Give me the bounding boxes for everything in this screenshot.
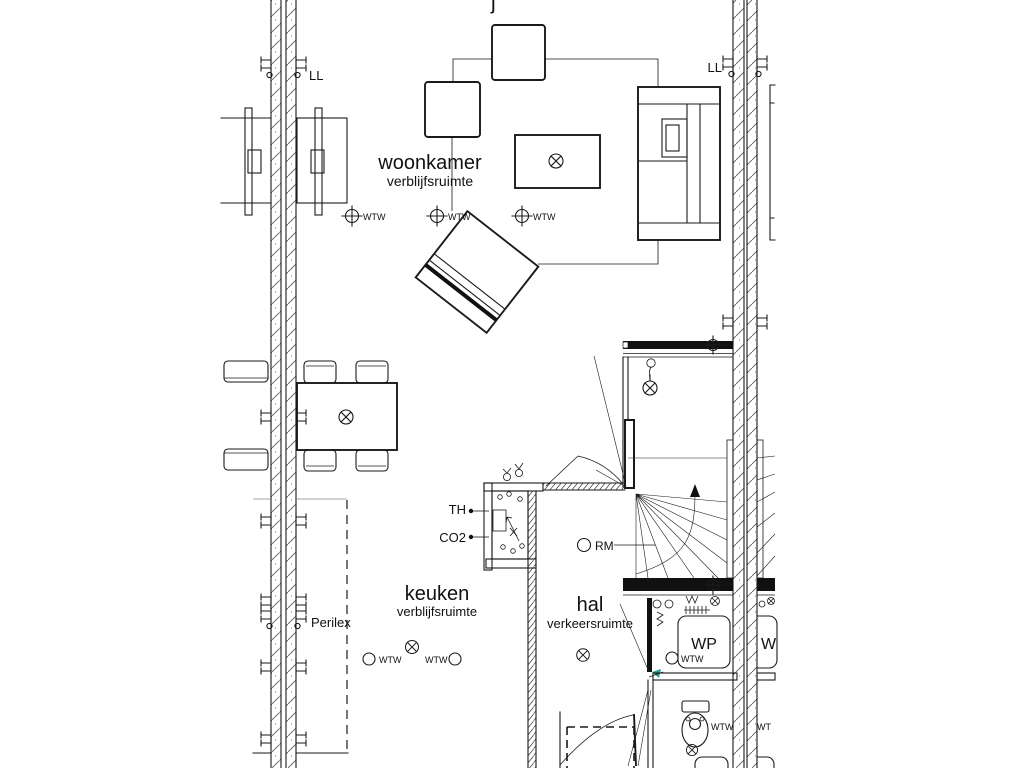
dining-table	[296, 382, 398, 451]
sofa	[637, 86, 721, 241]
room-label-woonkamer: woonkamer	[377, 152, 482, 174]
spring-icon	[656, 611, 664, 627]
stairwell-top-wall	[623, 341, 733, 349]
wp-closet: WP WTW	[619, 594, 738, 681]
room-sublabel-hal: verkeersruimte	[547, 616, 633, 631]
label-wtw-4: WTW	[379, 655, 402, 665]
stair-railing	[726, 439, 734, 579]
neighbour-left-fragments	[220, 55, 273, 754]
kitchen-counter	[295, 498, 349, 754]
label-th: TH	[449, 502, 466, 517]
label-wtw-5: WTW	[425, 655, 448, 665]
room-woonkamer: woonkamer verblijfsruimte LL LL	[294, 24, 768, 335]
label-wtw-2: WTW	[448, 212, 471, 222]
label-co2: CO2	[439, 530, 466, 545]
cabinet-door-swing	[545, 455, 624, 487]
dining-chair	[303, 360, 337, 384]
label-wtw-7: WTW	[711, 722, 734, 732]
label-wp: WP	[691, 636, 717, 653]
cut-off-text-top: j	[490, 0, 496, 14]
furniture-group-line	[451, 58, 659, 265]
door-woonkamer-hal	[593, 355, 635, 489]
pendant-light-icon	[642, 358, 658, 396]
armchair-rotated	[414, 209, 540, 335]
party-wall-right	[732, 0, 758, 768]
smoke-detector-icon	[576, 537, 592, 553]
toilet-room: WTW	[647, 679, 734, 768]
room-hal: hal verkeersruimte RM	[547, 335, 764, 768]
closet-toilet-wall	[652, 672, 738, 681]
label-wtw-cut: WT	[757, 722, 771, 732]
toilet	[681, 700, 710, 748]
room-label-keuken: keuken	[405, 583, 470, 605]
room-sublabel-keuken: verblijfsruimte	[397, 604, 477, 619]
label-ll-left: LL	[309, 68, 323, 83]
room-keuken: keuken verblijfsruimte Perilex WTW WTW	[294, 360, 477, 754]
tv-cabinet	[296, 107, 348, 216]
armchair-1	[491, 24, 546, 81]
switch-icon	[502, 462, 524, 481]
staircase-treads	[628, 457, 728, 579]
label-wp-cut: W	[761, 636, 777, 653]
neighbour-right-fragments: W WT	[756, 84, 778, 768]
label-wtw-6: WTW	[681, 654, 704, 664]
room-label-hal: hal	[577, 594, 604, 616]
dining-chair	[303, 449, 337, 472]
walking-line-arrow	[635, 484, 700, 575]
label-rm: RM	[595, 539, 614, 553]
coffee-table	[514, 134, 601, 189]
stairwell-bottom-wall	[623, 578, 733, 591]
label-perilex: Perilex	[311, 615, 351, 630]
interior-walls	[527, 482, 626, 768]
heat-pump-unit	[677, 615, 731, 669]
label-wtw-3: WTW	[533, 212, 556, 222]
stair-railing-neighbour	[756, 439, 764, 579]
front-door	[559, 689, 652, 768]
closet-door-leaf	[647, 598, 652, 672]
washbasin-neighbour	[756, 756, 775, 768]
label-ll-right: LL	[708, 60, 722, 75]
dining-chair	[355, 449, 389, 472]
armchair-2	[424, 81, 481, 138]
party-wall-left	[270, 0, 297, 768]
washbasin	[694, 756, 729, 768]
dining-chair	[355, 360, 389, 384]
closet-electrical-symbols	[652, 594, 720, 614]
label-wtw-1: WTW	[363, 212, 386, 222]
room-sublabel-woonkamer: verblijfsruimte	[387, 173, 474, 189]
